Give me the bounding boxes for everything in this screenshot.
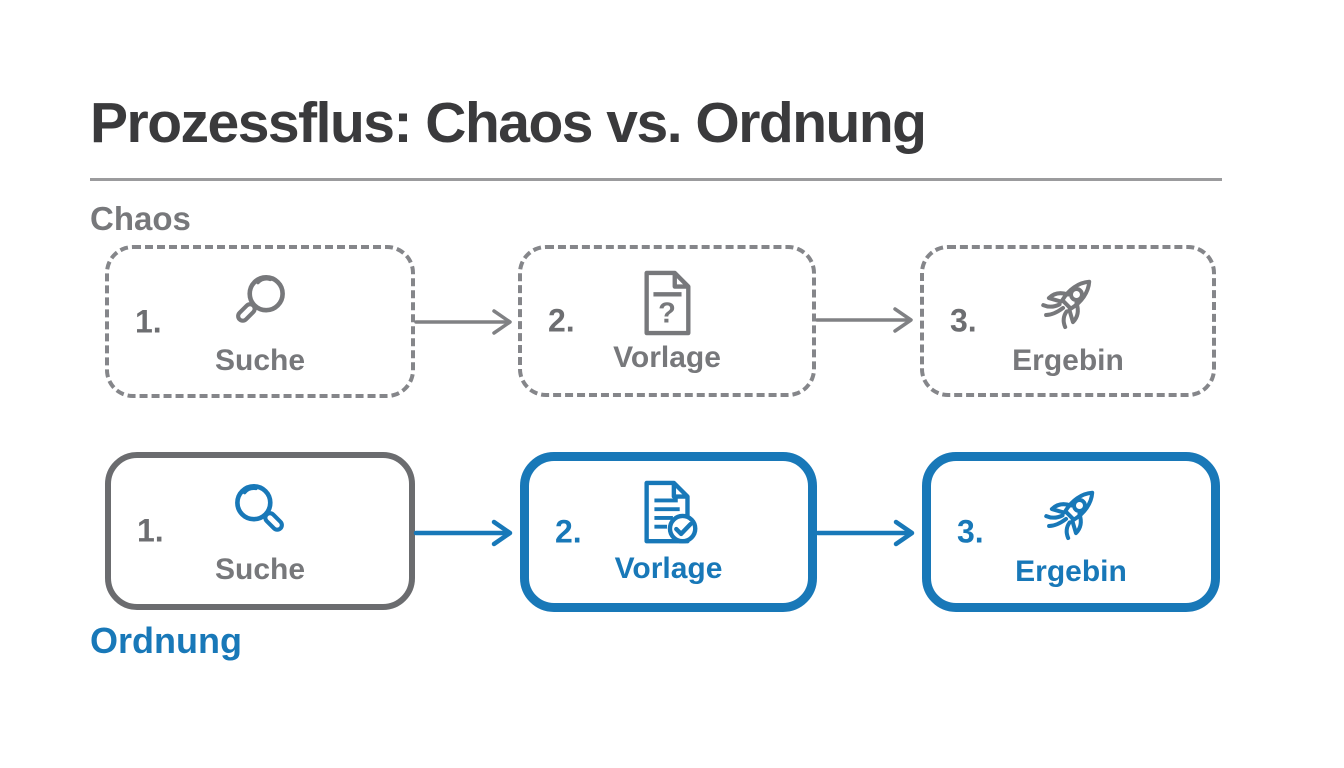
step-label: Ergebin [1012,344,1124,377]
step-label: Suche [214,343,306,377]
svg-text:?: ? [658,297,676,329]
chaos-step-2-vorlage: 2. ? Vorlage [518,245,816,397]
step-number: 2. [548,302,575,339]
arrow-right-icon [814,517,926,549]
rocket-icon [1030,265,1106,341]
step-label: Ergebin [1015,555,1127,588]
title-divider [90,178,1222,181]
ordnung-step-1-suche: 1. Suche [105,452,415,610]
step-number: 3. [957,513,984,550]
magnifier-icon [223,476,297,550]
step-number: 1. [135,302,162,339]
step-label: Suche [214,553,306,586]
page-title: Prozessflus: Chaos vs. Ordnung [90,91,927,155]
magnifier-icon [223,267,297,341]
step-content: Suche [109,249,411,394]
ordnung-step-3-ergebin: 3. Ergebin [922,452,1220,612]
step-number: 2. [555,513,582,550]
ordnung-step-2-vorlage: 2. Vorlage [520,452,817,612]
step-content: Ergebin [931,461,1211,603]
step-label: Vorlage [614,552,723,585]
step-content: ? Vorlage [522,249,812,393]
arrow-right-icon [412,517,524,549]
step-content: Vorlage [529,461,808,603]
arrow-right-icon [813,304,925,336]
document-question-icon: ? [636,268,698,338]
step-content: Suche [111,458,409,604]
chaos-step-1-suche: 1. Suche [105,245,415,398]
step-content: Ergebin [924,249,1212,393]
arrow-right-icon [412,306,524,338]
chaos-step-3-ergebin: 3. Ergebin [920,245,1216,397]
step-number: 1. [137,512,164,549]
step-number: 3. [950,302,977,339]
rocket-icon [1033,476,1109,552]
chaos-row-label: Chaos [90,200,191,237]
ordnung-row-label: Ordnung [90,620,242,661]
step-label: Vorlage [613,341,721,374]
document-check-icon [634,479,704,549]
